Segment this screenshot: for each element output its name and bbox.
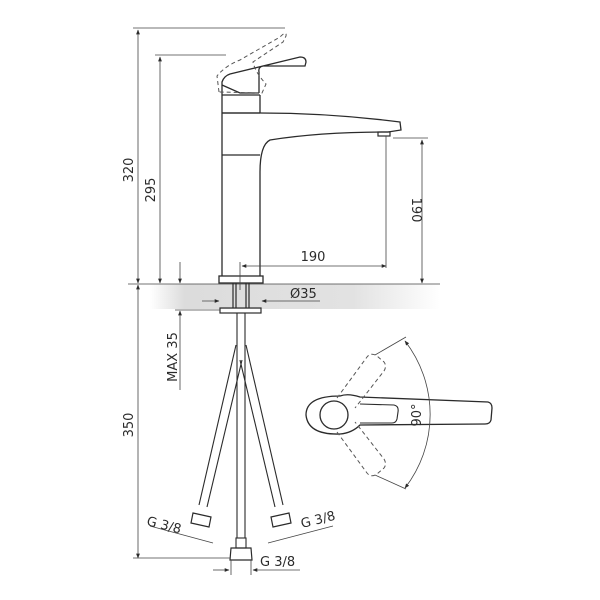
svg-text:190: 190 <box>408 198 423 223</box>
lever-right-position-outline <box>336 421 386 477</box>
svg-text:Ø35: Ø35 <box>290 287 317 302</box>
dimension-total-height: 320 <box>122 27 285 284</box>
dimension-lever-height: 295 <box>144 54 226 284</box>
lever-top-view <box>305 394 493 435</box>
dimension-hose-length: 350 <box>122 284 230 559</box>
faucet-body <box>218 56 402 284</box>
thread-label-left: G 3/8 <box>145 514 214 544</box>
lever-raised-outline <box>216 32 287 94</box>
dimension-hole-diameter: Ø35 <box>202 287 320 303</box>
dimension-max-counter: MAX 35 <box>166 262 220 390</box>
svg-text:G 3/8: G 3/8 <box>299 509 337 532</box>
svg-text:G 3/8: G 3/8 <box>260 555 295 570</box>
svg-text:MAX 35: MAX 35 <box>166 332 181 382</box>
countertop <box>150 284 440 309</box>
svg-text:350: 350 <box>122 413 137 438</box>
svg-text:90°: 90° <box>410 403 425 426</box>
mounting-shank <box>219 283 262 314</box>
supply-hoses <box>190 313 292 561</box>
thread-label-center: G 3/8 <box>213 555 300 575</box>
svg-text:G 3/8: G 3/8 <box>145 514 183 537</box>
dimension-spout-reach: 190 <box>239 250 387 290</box>
svg-text:320: 320 <box>122 158 137 183</box>
svg-text:190: 190 <box>301 250 326 265</box>
svg-text:295: 295 <box>144 178 159 203</box>
dimension-lever-rotation: 90° <box>374 336 431 490</box>
dimension-spout-height: 190 <box>385 136 428 284</box>
lever-left-position-outline <box>336 353 386 409</box>
